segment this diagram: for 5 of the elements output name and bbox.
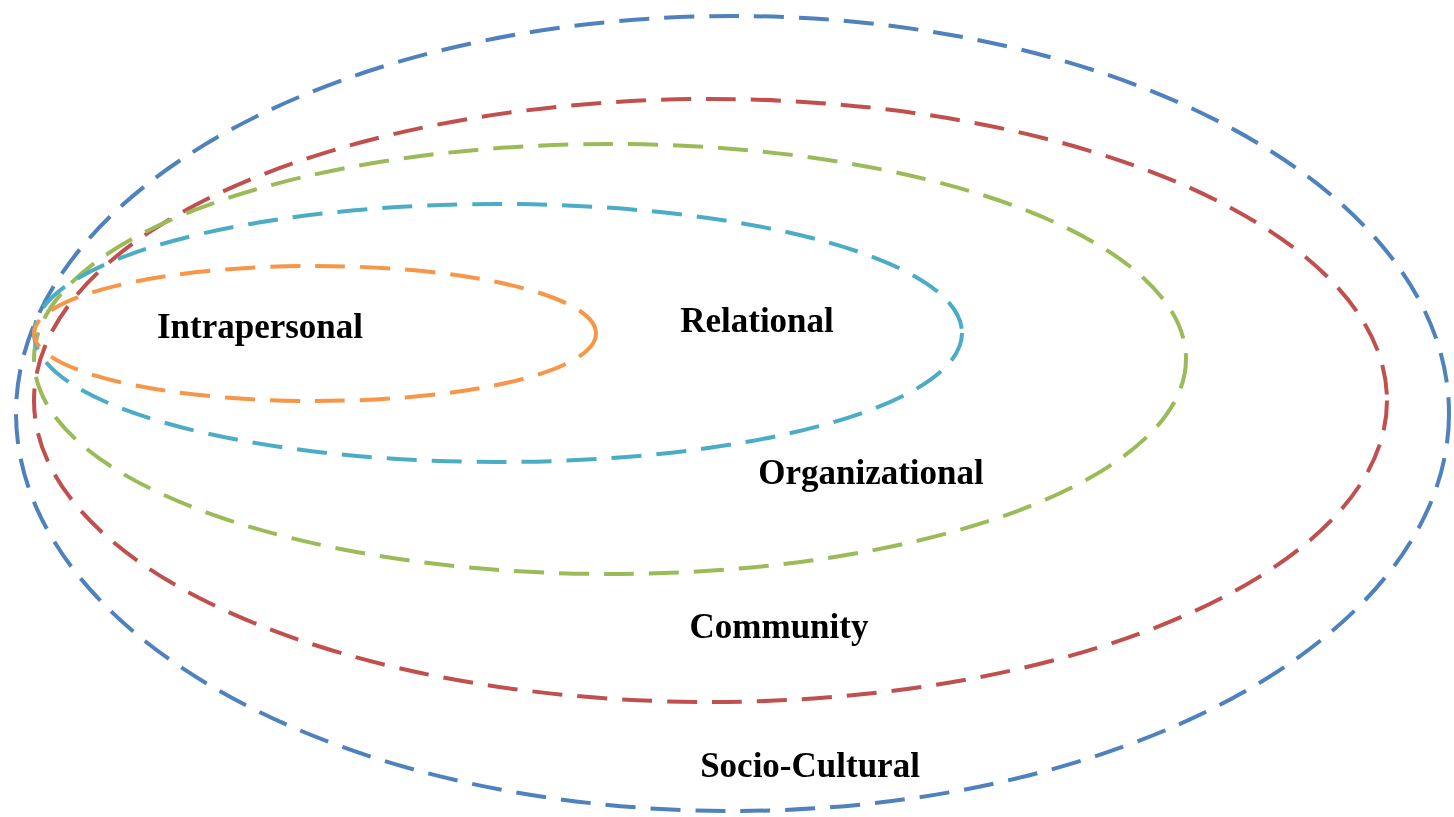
level-label: Relational xyxy=(680,302,834,338)
level-label: Community xyxy=(689,608,869,644)
level-label: Organizational xyxy=(758,454,984,490)
level-label: Intrapersonal xyxy=(156,308,364,344)
level-label: Socio-Cultural xyxy=(700,747,920,783)
